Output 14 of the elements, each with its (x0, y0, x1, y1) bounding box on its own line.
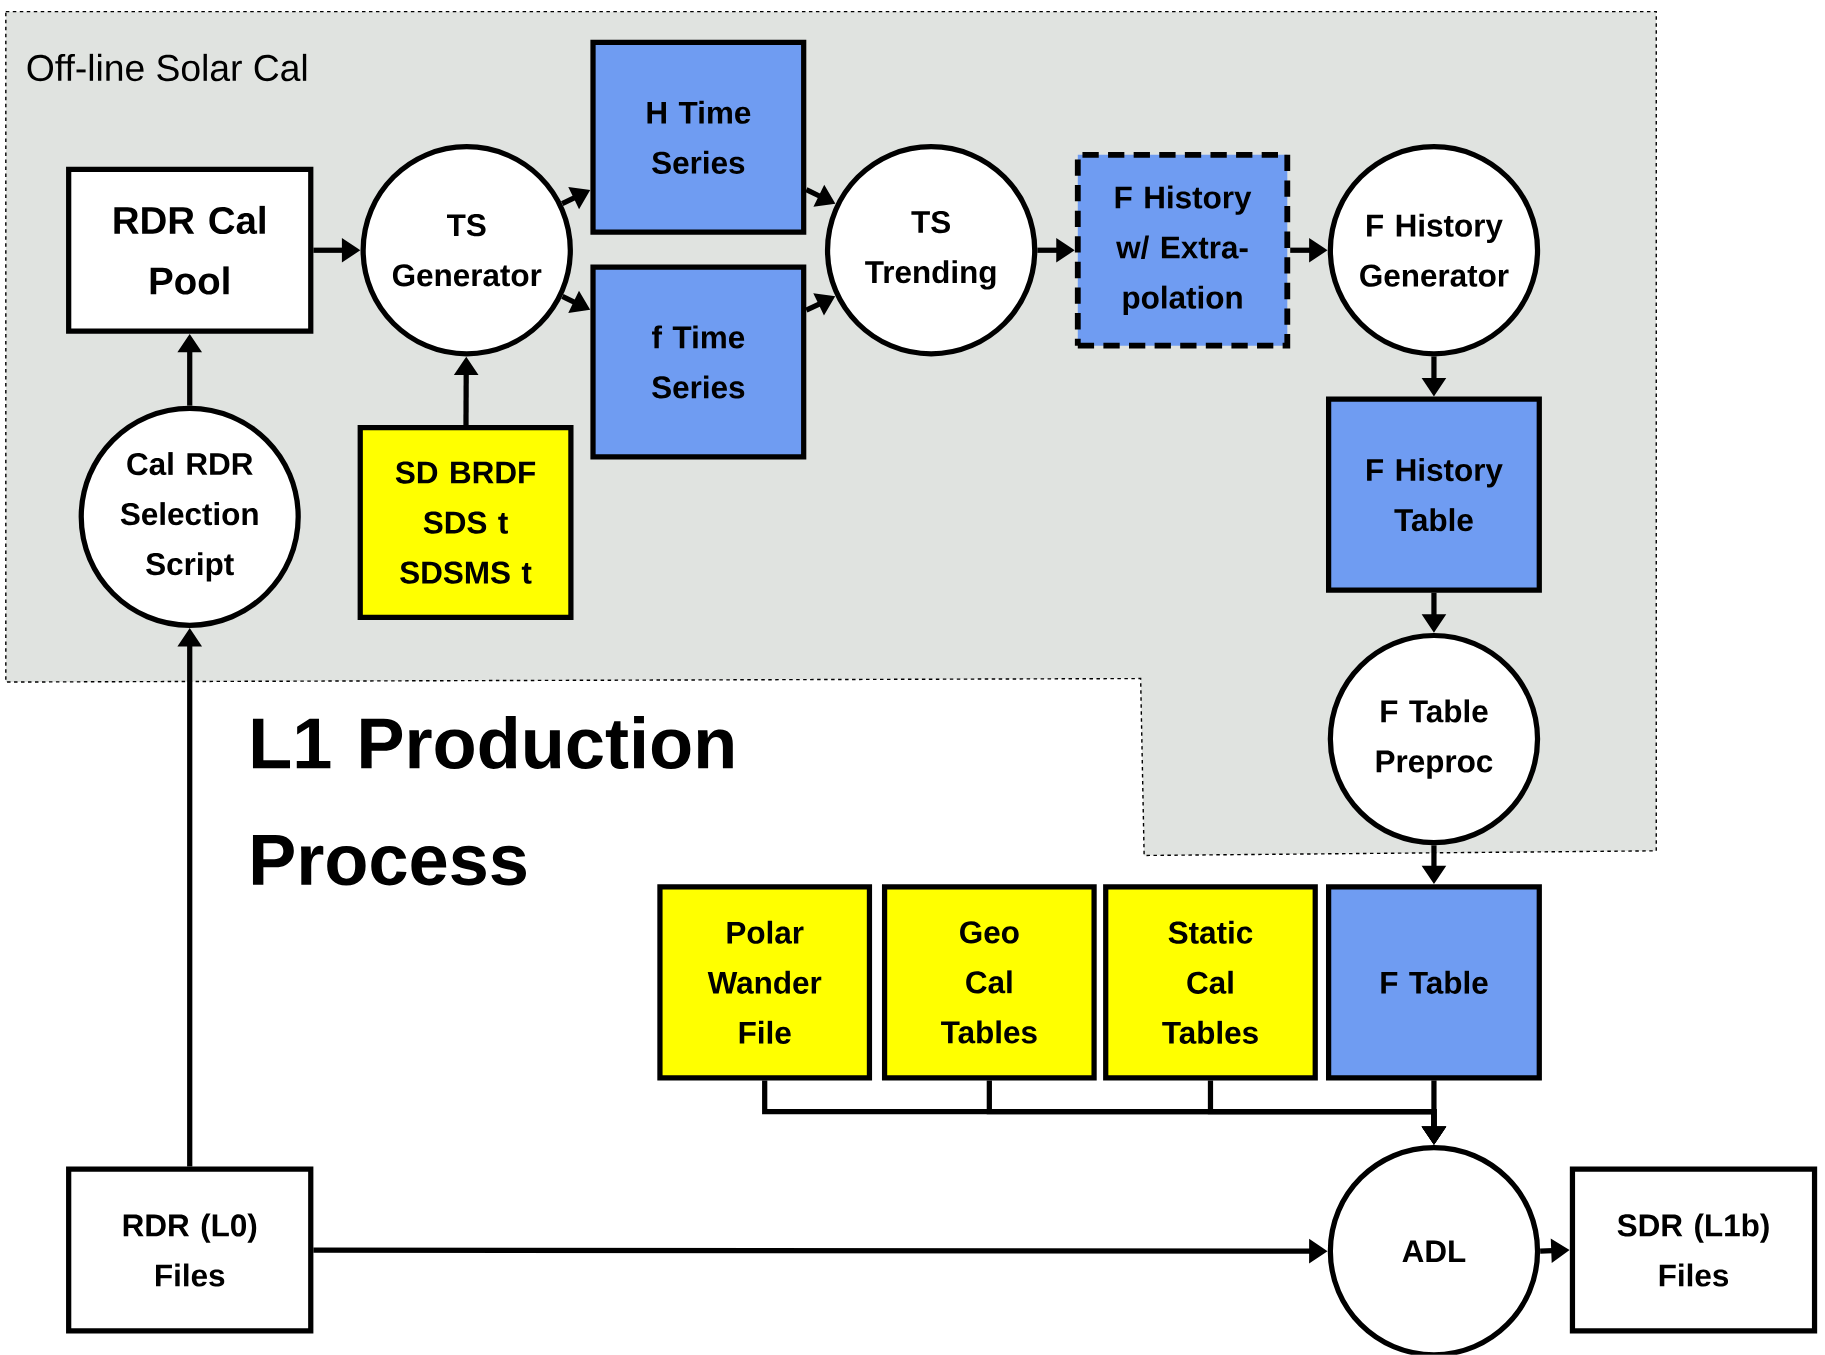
process-box: SD BRDF SDS t SDSMS t (357, 425, 574, 621)
process-box: H Time Series (590, 39, 807, 235)
process-box: SDR (L1b) Files (1569, 1166, 1818, 1334)
process-box: Geo Cal Tables (881, 884, 1097, 1081)
process-box: RDR (L0) Files (66, 1166, 314, 1334)
region-title: Off-line Solar Cal (27, 53, 307, 82)
process-box: F Table (1326, 884, 1542, 1081)
process-box: F History w/ Extra-polation (1074, 152, 1291, 349)
process-box: RDR Cal Pool (66, 166, 314, 334)
title-text: L1 Production Process (252, 716, 733, 886)
process-box: Static Cal Tables (1103, 884, 1318, 1081)
process-box: F History Table (1326, 396, 1542, 593)
process-box: Polar Wander File (657, 884, 873, 1081)
process-box: f Time Series (590, 264, 807, 460)
